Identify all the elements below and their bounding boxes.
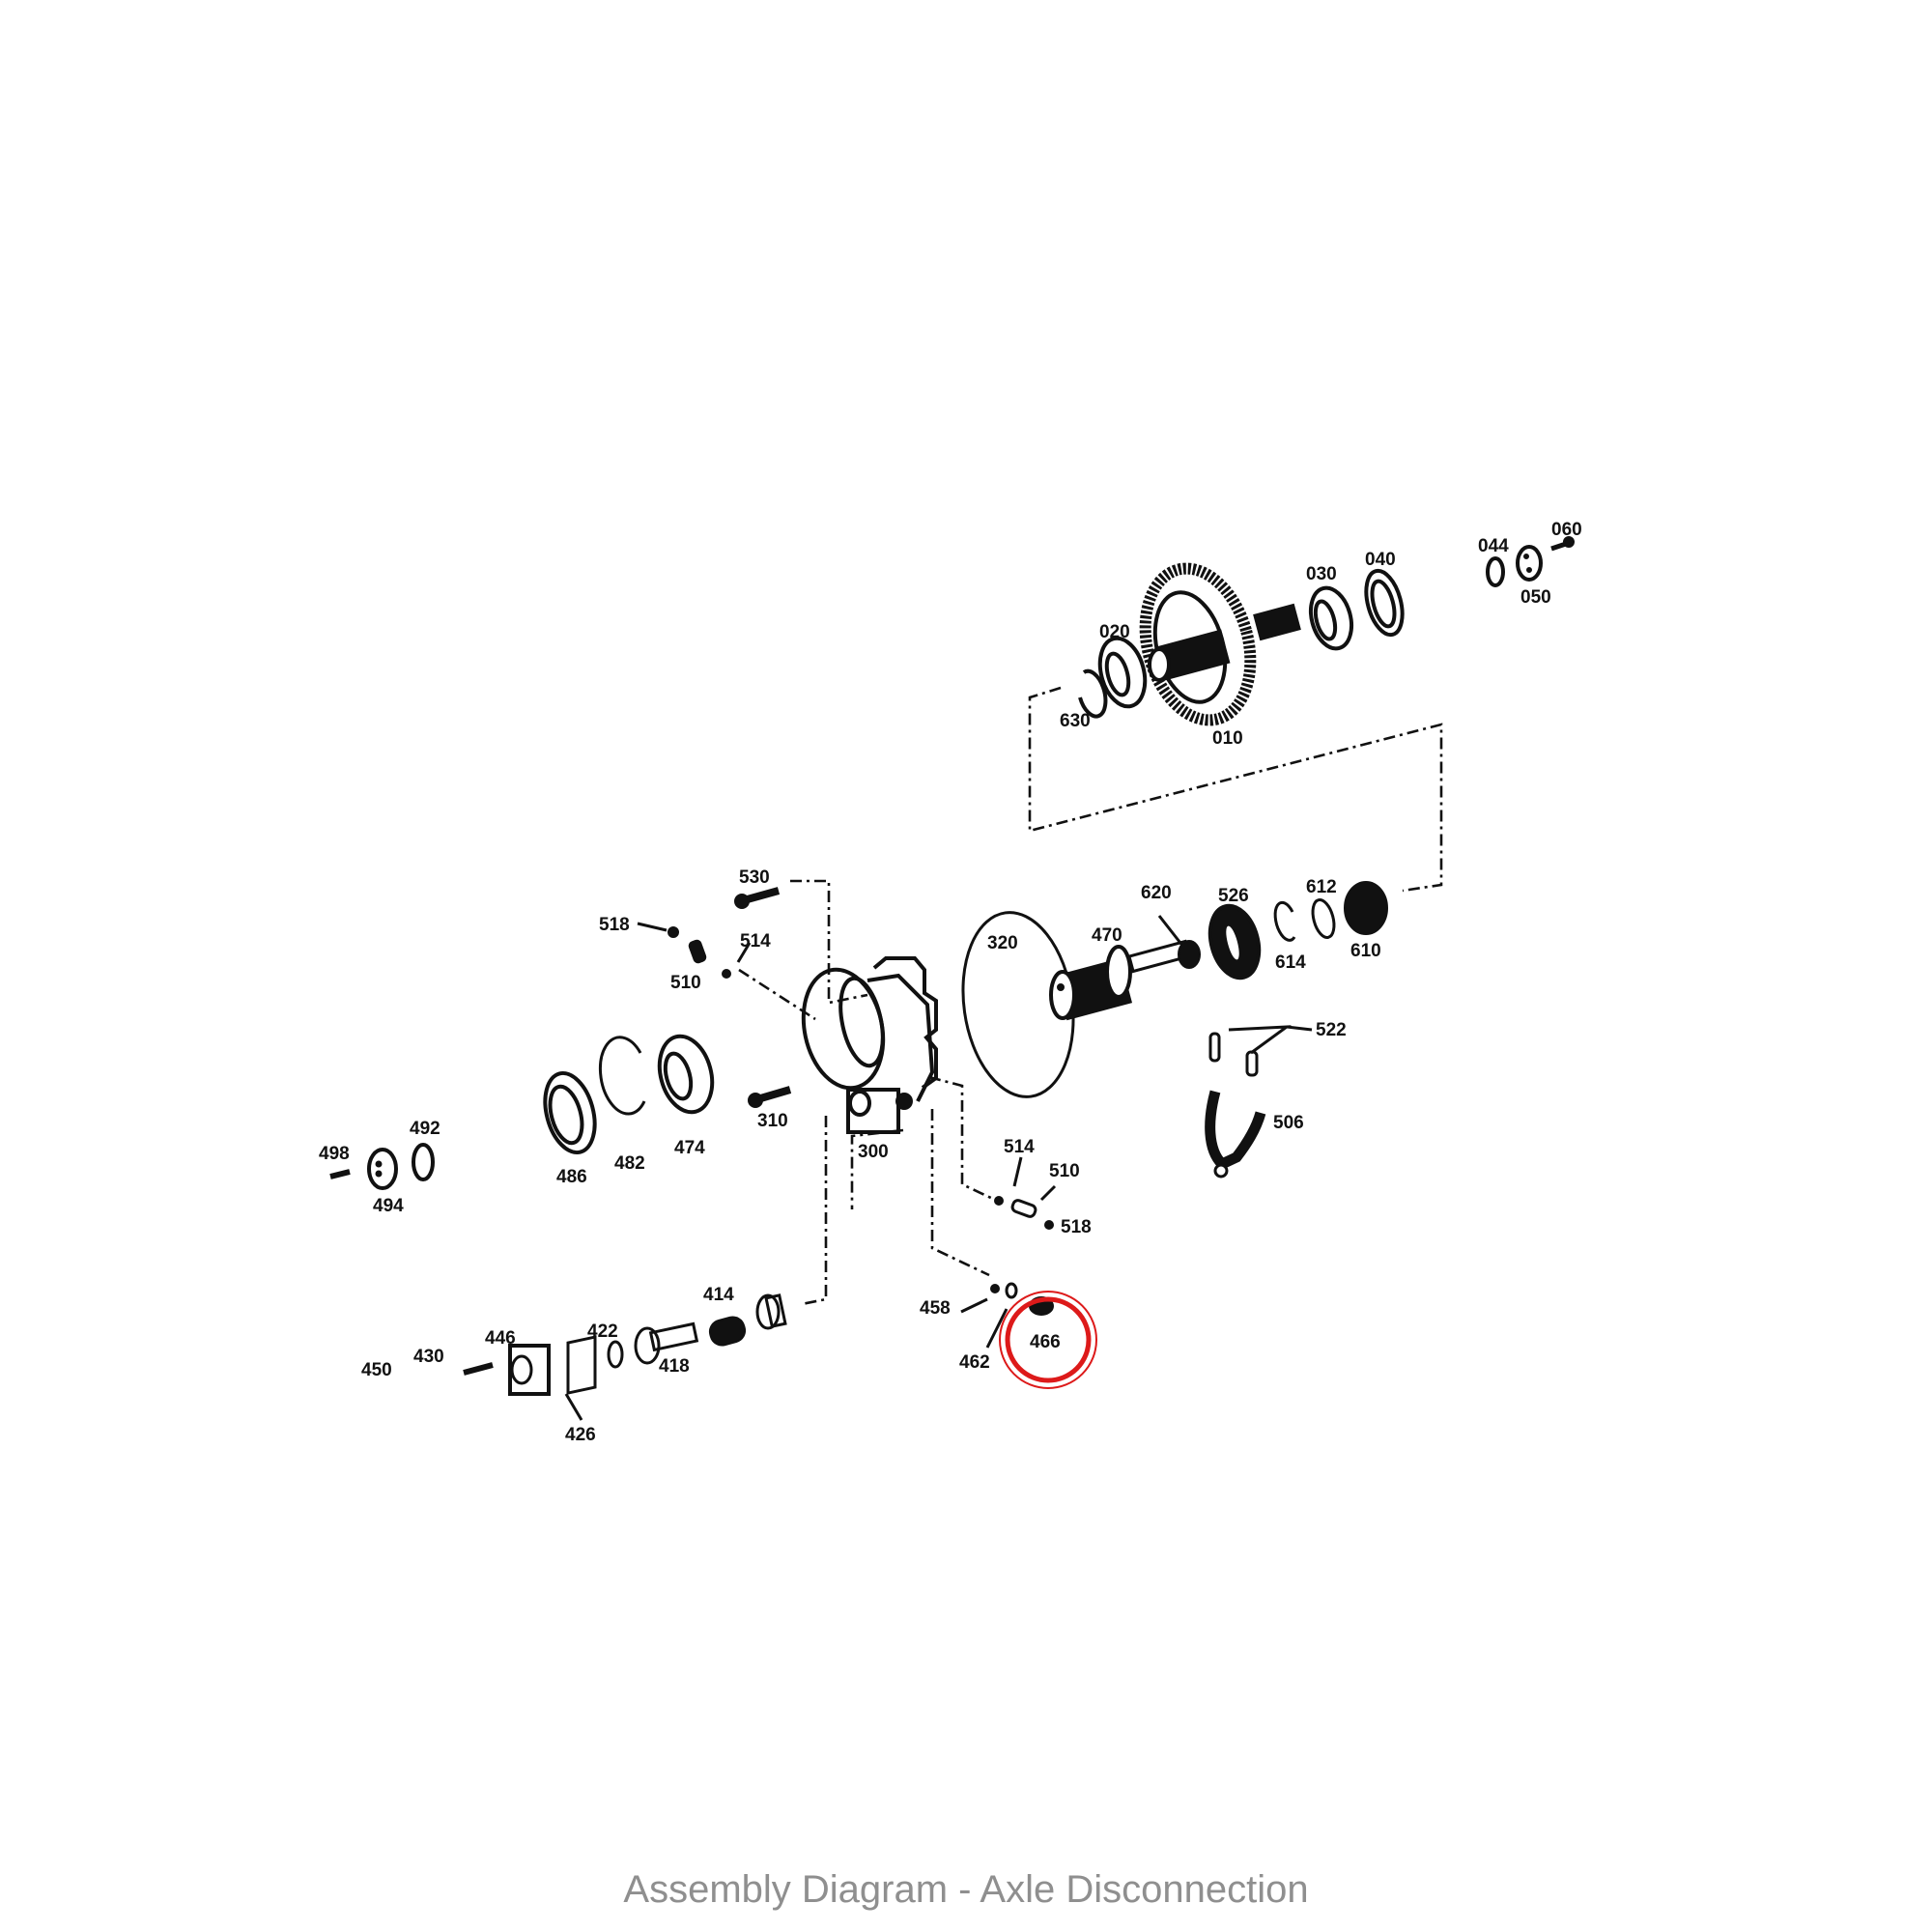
label-450[interactable]: 450 [361,1360,392,1380]
part-518-ball-2[interactable] [1044,1220,1054,1230]
label-510[interactable]: 510 [670,973,701,993]
part-620-sleeve[interactable] [1178,940,1201,969]
leader-514-2 [1012,1156,1023,1187]
part-474-bearing[interactable] [652,1031,721,1119]
part-610-sleeve[interactable] [1344,881,1388,935]
label-050[interactable]: 050 [1520,587,1551,608]
part-cylinder-liner[interactable] [755,1293,787,1330]
label-506[interactable]: 506 [1273,1113,1304,1133]
leader-462 [985,1308,1009,1349]
label-426[interactable]: 426 [565,1425,596,1445]
label-518-2[interactable]: 518 [1061,1217,1092,1237]
part-506-shift-fork[interactable] [1205,1090,1266,1179]
part-486-seal[interactable] [537,1067,603,1158]
part-630-snap-ring[interactable] [1078,668,1108,719]
label-040[interactable]: 040 [1365,550,1396,570]
part-300-housing[interactable] [793,956,938,1134]
part-510-detent[interactable] [688,939,707,964]
leader-510-2 [1039,1184,1057,1202]
part-530-bolt[interactable] [734,887,781,909]
label-446[interactable]: 446 [485,1328,516,1349]
diagram-caption: Assembly Diagram - Axle Disconnection [623,1868,1309,1911]
part-462-washer[interactable] [1005,1282,1018,1299]
label-630[interactable]: 630 [1060,711,1091,731]
part-418-piston[interactable] [634,1321,699,1365]
part-422-o-ring[interactable] [607,1340,624,1369]
highlight-ring-466 [999,1291,1097,1389]
part-050-cover[interactable] [1516,545,1543,582]
label-510-2[interactable]: 510 [1049,1161,1080,1181]
part-492-o-ring[interactable] [412,1143,435,1181]
label-612[interactable]: 612 [1306,877,1337,897]
label-494[interactable]: 494 [373,1196,404,1216]
part-446-cover[interactable] [508,1344,551,1396]
label-458[interactable]: 458 [920,1298,951,1319]
part-510-detent-2[interactable] [1010,1199,1037,1218]
part-470-shaft[interactable] [1049,939,1191,1021]
leader-426 [564,1393,583,1421]
label-492[interactable]: 492 [410,1119,440,1139]
label-530[interactable]: 530 [739,867,770,888]
part-414-spring[interactable] [707,1315,748,1348]
part-614-snap-ring[interactable] [1273,900,1296,942]
part-514-spring[interactable] [722,969,731,979]
leader-514 [736,942,752,963]
label-430[interactable]: 430 [413,1347,444,1367]
label-422[interactable]: 422 [587,1321,618,1342]
part-020-bearing[interactable] [1093,634,1151,712]
label-060[interactable]: 060 [1551,520,1582,540]
label-300[interactable]: 300 [858,1142,889,1162]
label-620[interactable]: 620 [1141,883,1172,903]
label-610[interactable]: 610 [1350,941,1381,961]
label-320[interactable]: 320 [987,933,1018,953]
part-482-snap-ring[interactable] [598,1036,646,1116]
label-044[interactable]: 044 [1478,536,1509,556]
part-522-pins[interactable] [1208,1025,1313,1077]
label-310[interactable]: 310 [757,1111,788,1131]
part-310-bolt[interactable] [748,1086,792,1108]
label-466[interactable]: 466 [1030,1332,1061,1352]
label-486[interactable]: 486 [556,1167,587,1187]
label-414[interactable]: 414 [703,1285,734,1305]
part-494-cover[interactable] [367,1148,398,1190]
part-044-o-ring[interactable] [1486,556,1505,587]
label-526[interactable]: 526 [1218,886,1249,906]
part-612-o-ring[interactable] [1309,897,1338,940]
label-514-2[interactable]: 514 [1004,1137,1035,1157]
part-010-gear-shaft[interactable] [1129,556,1301,731]
label-482[interactable]: 482 [614,1153,645,1174]
label-522[interactable]: 522 [1316,1020,1347,1040]
part-514-spring-2[interactable] [994,1196,1004,1206]
label-498[interactable]: 498 [319,1144,350,1164]
part-060-bolt[interactable] [1550,536,1575,552]
label-474[interactable]: 474 [674,1138,705,1158]
label-514[interactable]: 514 [740,931,771,952]
leader-458 [960,1297,988,1314]
label-470[interactable]: 470 [1092,925,1122,946]
label-020[interactable]: 020 [1099,622,1130,642]
label-518[interactable]: 518 [599,915,630,935]
part-040-seal[interactable] [1360,567,1408,639]
part-458-spring[interactable] [990,1284,1000,1293]
leader-620 [1157,915,1185,948]
label-462[interactable]: 462 [959,1352,990,1373]
part-526-bearing[interactable] [1203,900,1266,983]
label-418[interactable]: 418 [659,1356,690,1377]
part-518-ball[interactable] [668,926,679,938]
part-430-bolt[interactable] [463,1362,494,1376]
part-498-bolt[interactable] [329,1169,351,1179]
part-labels: 010 020 030 040 044 050 060 630 530 518 … [319,520,1582,1445]
leader-518 [637,922,668,932]
part-426-gasket[interactable] [566,1335,597,1395]
part-030-bearing[interactable] [1304,583,1357,653]
label-010[interactable]: 010 [1212,728,1243,749]
label-030[interactable]: 030 [1306,564,1337,584]
label-614[interactable]: 614 [1275,952,1306,973]
